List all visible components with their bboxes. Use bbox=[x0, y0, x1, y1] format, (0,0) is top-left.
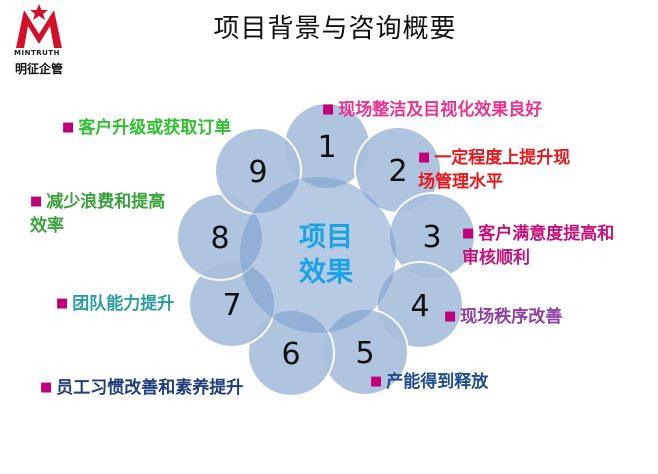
effect-number-5: 5 bbox=[355, 336, 374, 371]
logo-text-en: MINTRUTH bbox=[14, 49, 60, 57]
bullet-square-icon: ■ bbox=[370, 374, 383, 389]
effect-number-2: 2 bbox=[388, 154, 407, 189]
effect-number-3: 3 bbox=[422, 220, 441, 255]
effect-label-3: ■客户满意度提高和审核顺利 bbox=[462, 222, 614, 270]
bullet-square-icon: ■ bbox=[418, 150, 431, 165]
effect-label-text: 产能得到释放 bbox=[386, 372, 489, 392]
effect-label-text: 场管理水平 bbox=[418, 172, 503, 192]
bullet-square-icon: ■ bbox=[462, 226, 475, 241]
logo: MINTRUTH 明征企管 bbox=[2, 4, 82, 82]
bullet-square-icon: ■ bbox=[444, 309, 457, 324]
effect-label-text: 审核顺利 bbox=[462, 248, 530, 268]
center-label-line1: 项目 bbox=[299, 222, 353, 253]
effect-label-text: 一定程度上提升现 bbox=[434, 148, 571, 168]
logo-text-cn: 明征企管 bbox=[14, 62, 63, 76]
effect-label-text: 客户升级或获取订单 bbox=[78, 118, 232, 138]
effect-label-1: ■现场整洁及目视化效果良好 bbox=[322, 98, 542, 122]
mintruth-logo-icon bbox=[16, 4, 62, 48]
effect-label-text: 员工习惯改善和素养提升 bbox=[56, 378, 244, 398]
page-title: 项目背景与咨询概要 bbox=[213, 14, 457, 44]
effect-label-6: ■员工习惯改善和素养提升 bbox=[40, 376, 243, 400]
effect-number-7: 7 bbox=[222, 288, 241, 323]
effect-label-text: 效率 bbox=[30, 216, 64, 236]
effect-label-text: 现场整洁及目视化效果良好 bbox=[338, 100, 543, 120]
center-hub bbox=[240, 177, 396, 333]
bullet-square-icon: ■ bbox=[322, 102, 335, 117]
effect-label-2: ■一定程度上提升现场管理水平 bbox=[418, 146, 570, 194]
bullet-square-icon: ■ bbox=[62, 120, 75, 135]
effect-number-9: 9 bbox=[248, 155, 267, 190]
bullet-square-icon: ■ bbox=[56, 296, 69, 311]
effect-label-4: ■现场秩序改善 bbox=[444, 305, 562, 329]
effect-label-7: ■团队能力提升 bbox=[56, 292, 174, 316]
effect-label-text: 团队能力提升 bbox=[72, 294, 175, 314]
bullet-square-icon: ■ bbox=[40, 380, 53, 395]
effect-number-4: 4 bbox=[410, 289, 429, 324]
bullet-square-icon: ■ bbox=[30, 194, 43, 209]
effect-label-text: 客户满意度提高和 bbox=[478, 224, 615, 244]
effect-label-9: ■客户升级或获取订单 bbox=[62, 116, 231, 140]
effect-label-8: ■减少浪费和提高效率 bbox=[30, 190, 165, 238]
effect-number-8: 8 bbox=[210, 221, 229, 256]
effect-label-text: 现场秩序改善 bbox=[460, 307, 563, 327]
center-label-line2: 效果 bbox=[299, 257, 353, 288]
effect-label-text: 减少浪费和提高 bbox=[46, 192, 166, 212]
effect-number-1: 1 bbox=[317, 130, 336, 165]
effect-label-5: ■产能得到释放 bbox=[370, 370, 488, 394]
star-icon bbox=[30, 4, 48, 20]
effect-number-6: 6 bbox=[281, 337, 300, 372]
